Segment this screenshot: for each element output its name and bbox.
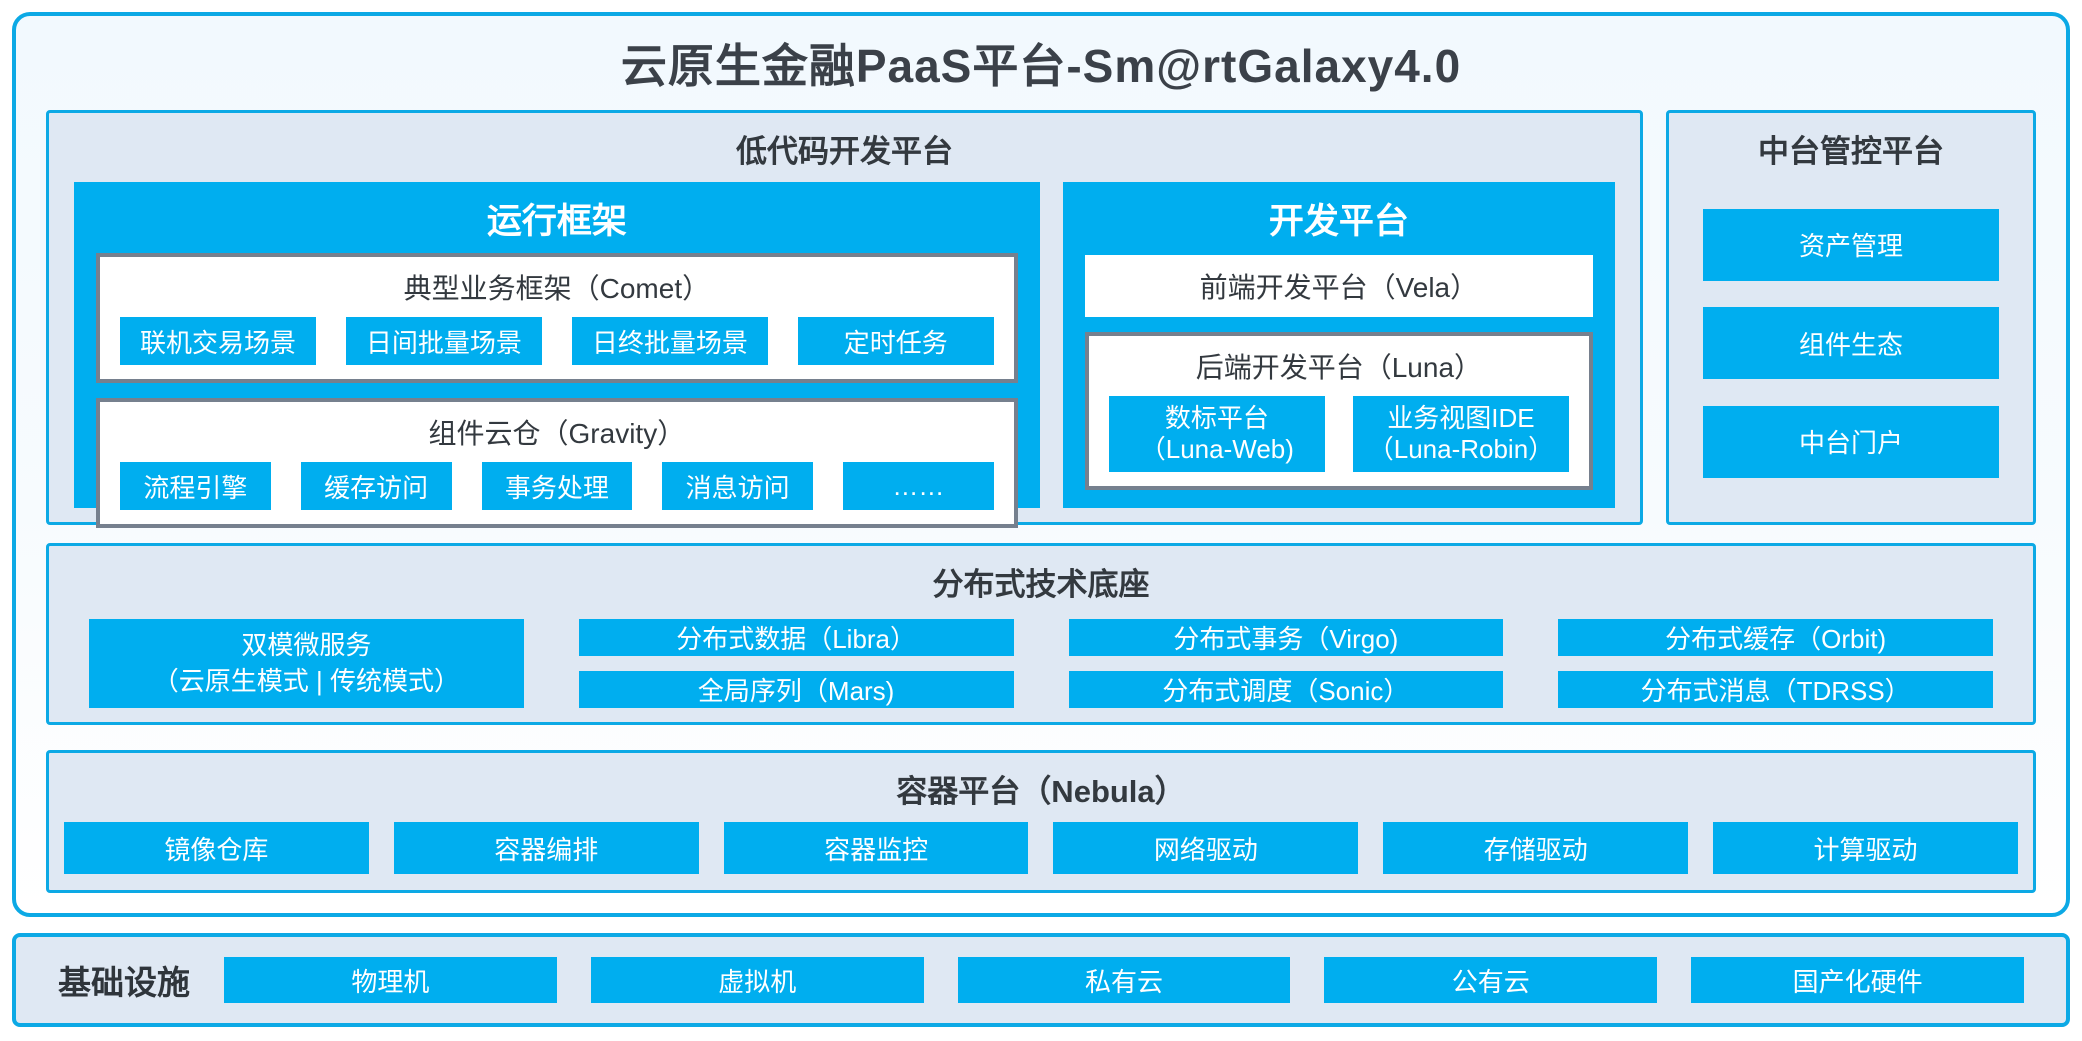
button-eod-batch-scenario: 日终批量场景 [571,317,768,365]
container-platform-header: 容器平台（Nebula） [896,774,1186,809]
button-distributed-scheduling-sonic: 分布式调度（Sonic） [1068,671,1504,708]
low-code-body: 运行框架 典型业务框架（Comet） 联机交易场景 日间批量场景 日终批量场景 … [49,182,1640,528]
button-cache-access: 缓存访问 [300,462,452,510]
luna-web-line1: 数标平台 [1164,402,1269,433]
button-distributed-cache-orbit: 分布式缓存（Orbit) [1558,619,1993,656]
button-luna-web: 数标平台 （Luna-Web) [1108,396,1325,472]
dual-mode-line1: 双模微服务 [241,630,372,661]
button-global-sequence-mars: 全局序列（Mars) [578,671,1014,708]
button-component-ecosystem: 组件生态 [1703,307,1999,379]
luna-box: 后端开发平台（Luna） 数标平台 （Luna-Web) 业务视图IDE （Lu… [1084,332,1593,490]
button-compute-driver: 计算驱动 [1713,822,2018,874]
comet-buttons-row: 联机交易场景 日间批量场景 日终批量场景 定时任务 [120,317,994,365]
mid-platform-body: 资产管理 组件生态 中台门户 [1669,182,2033,522]
button-distributed-transaction-virgo: 分布式事务（Virgo) [1068,619,1504,656]
luna-robin-line1: 业务视图IDE [1387,402,1535,433]
infrastructure-bar: 基础设施 物理机 虚拟机 私有云 公有云 国产化硬件 [12,933,2070,1027]
comet-box: 典型业务框架（Comet） 联机交易场景 日间批量场景 日终批量场景 定时任务 [96,253,1018,383]
container-buttons-row: 镜像仓库 容器编排 容器监控 网络驱动 存储驱动 计算驱动 [49,822,2033,890]
luna-web-line2: （Luna-Web) [1139,434,1294,464]
mid-platform-panel: 中台管控平台 资产管理 组件生态 中台门户 [1666,110,2036,525]
mid-platform-header: 中台管控平台 [1758,134,1944,169]
button-distributed-data-libra: 分布式数据（Libra） [578,619,1014,656]
distributed-base-panel: 分布式技术底座 双模微服务 （云原生模式 | 传统模式） 分布式数据（Libra… [46,543,2036,725]
button-network-driver: 网络驱动 [1053,822,1359,874]
button-online-trading-scenario: 联机交易场景 [120,317,316,365]
container-platform-panel: 容器平台（Nebula） 镜像仓库 容器编排 容器监控 网络驱动 存储驱动 计算… [46,750,2036,893]
luna-robin-line2: （Luna-Robin） [1367,434,1555,464]
button-message-access: 消息访问 [662,462,813,510]
button-daytime-batch-scenario: 日间批量场景 [345,317,542,365]
low-code-platform-header: 低代码开发平台 [736,134,953,169]
button-more-ellipsis: …… [843,462,994,510]
dual-mode-line2: （云原生模式 | 传统模式） [152,665,460,696]
button-transaction-processing: 事务处理 [481,462,633,510]
top-row: 低代码开发平台 运行框架 典型业务框架（Comet） 联机交易场景 日间批量场景… [46,110,2036,528]
button-private-cloud: 私有云 [957,957,1291,1003]
button-container-monitoring: 容器监控 [723,822,1029,874]
luna-box-title: 后端开发平台（Luna） [1195,352,1483,383]
gravity-box-title: 组件云仓（Gravity） [428,418,686,449]
luna-buttons-row: 数标平台 （Luna-Web) 业务视图IDE （Luna-Robin） [1108,396,1570,472]
button-virtual-machine: 虚拟机 [590,957,924,1003]
low-code-platform-panel: 低代码开发平台 运行框架 典型业务框架（Comet） 联机交易场景 日间批量场景… [46,110,1643,528]
gravity-box: 组件云仓（Gravity） 流程引擎 缓存访问 事务处理 消息访问 …… [96,398,1018,528]
runtime-framework-title: 运行框架 [486,202,627,241]
infrastructure-label: 基础设施 [58,964,190,1001]
button-physical-machine: 物理机 [224,957,557,1003]
button-domestic-hardware: 国产化硬件 [1691,957,2024,1003]
dev-platform-block: 开发平台 前端开发平台（Vela） 后端开发平台（Luna） 数标平台 （Lun… [1062,182,1615,508]
button-distributed-message-tdrss: 分布式消息（TDRSS） [1558,671,1993,708]
button-public-cloud: 公有云 [1324,957,1658,1003]
button-process-engine: 流程引擎 [120,462,271,510]
dev-platform-title: 开发平台 [1268,202,1409,241]
vela-box: 前端开发平台（Vela） [1084,255,1593,317]
button-luna-robin: 业务视图IDE （Luna-Robin） [1352,396,1570,472]
distributed-grid: 双模微服务 （云原生模式 | 传统模式） 分布式数据（Libra） 分布式事务（… [49,615,2033,724]
gravity-buttons-row: 流程引擎 缓存访问 事务处理 消息访问 …… [120,462,994,510]
main-frame: 云原生金融PaaS平台-Sm@rtGalaxy4.0 低代码开发平台 运行框架 … [12,12,2070,917]
button-image-registry: 镜像仓库 [64,822,369,874]
button-asset-management: 资产管理 [1703,208,1999,281]
button-dual-mode-microservice: 双模微服务 （云原生模式 | 传统模式） [89,619,524,708]
button-scheduled-task: 定时任务 [797,317,994,365]
comet-box-title: 典型业务框架（Comet） [403,273,711,304]
button-mid-platform-portal: 中台门户 [1703,405,1999,478]
runtime-framework-block: 运行框架 典型业务框架（Comet） 联机交易场景 日间批量场景 日终批量场景 … [74,182,1040,528]
distributed-base-header: 分布式技术底座 [932,567,1150,602]
vela-box-title: 前端开发平台（Vela） [1199,272,1479,303]
button-storage-driver: 存储驱动 [1383,822,1689,874]
page-title: 云原生金融PaaS平台-Sm@rtGalaxy4.0 [620,40,1462,92]
button-container-orchestration: 容器编排 [393,822,699,874]
